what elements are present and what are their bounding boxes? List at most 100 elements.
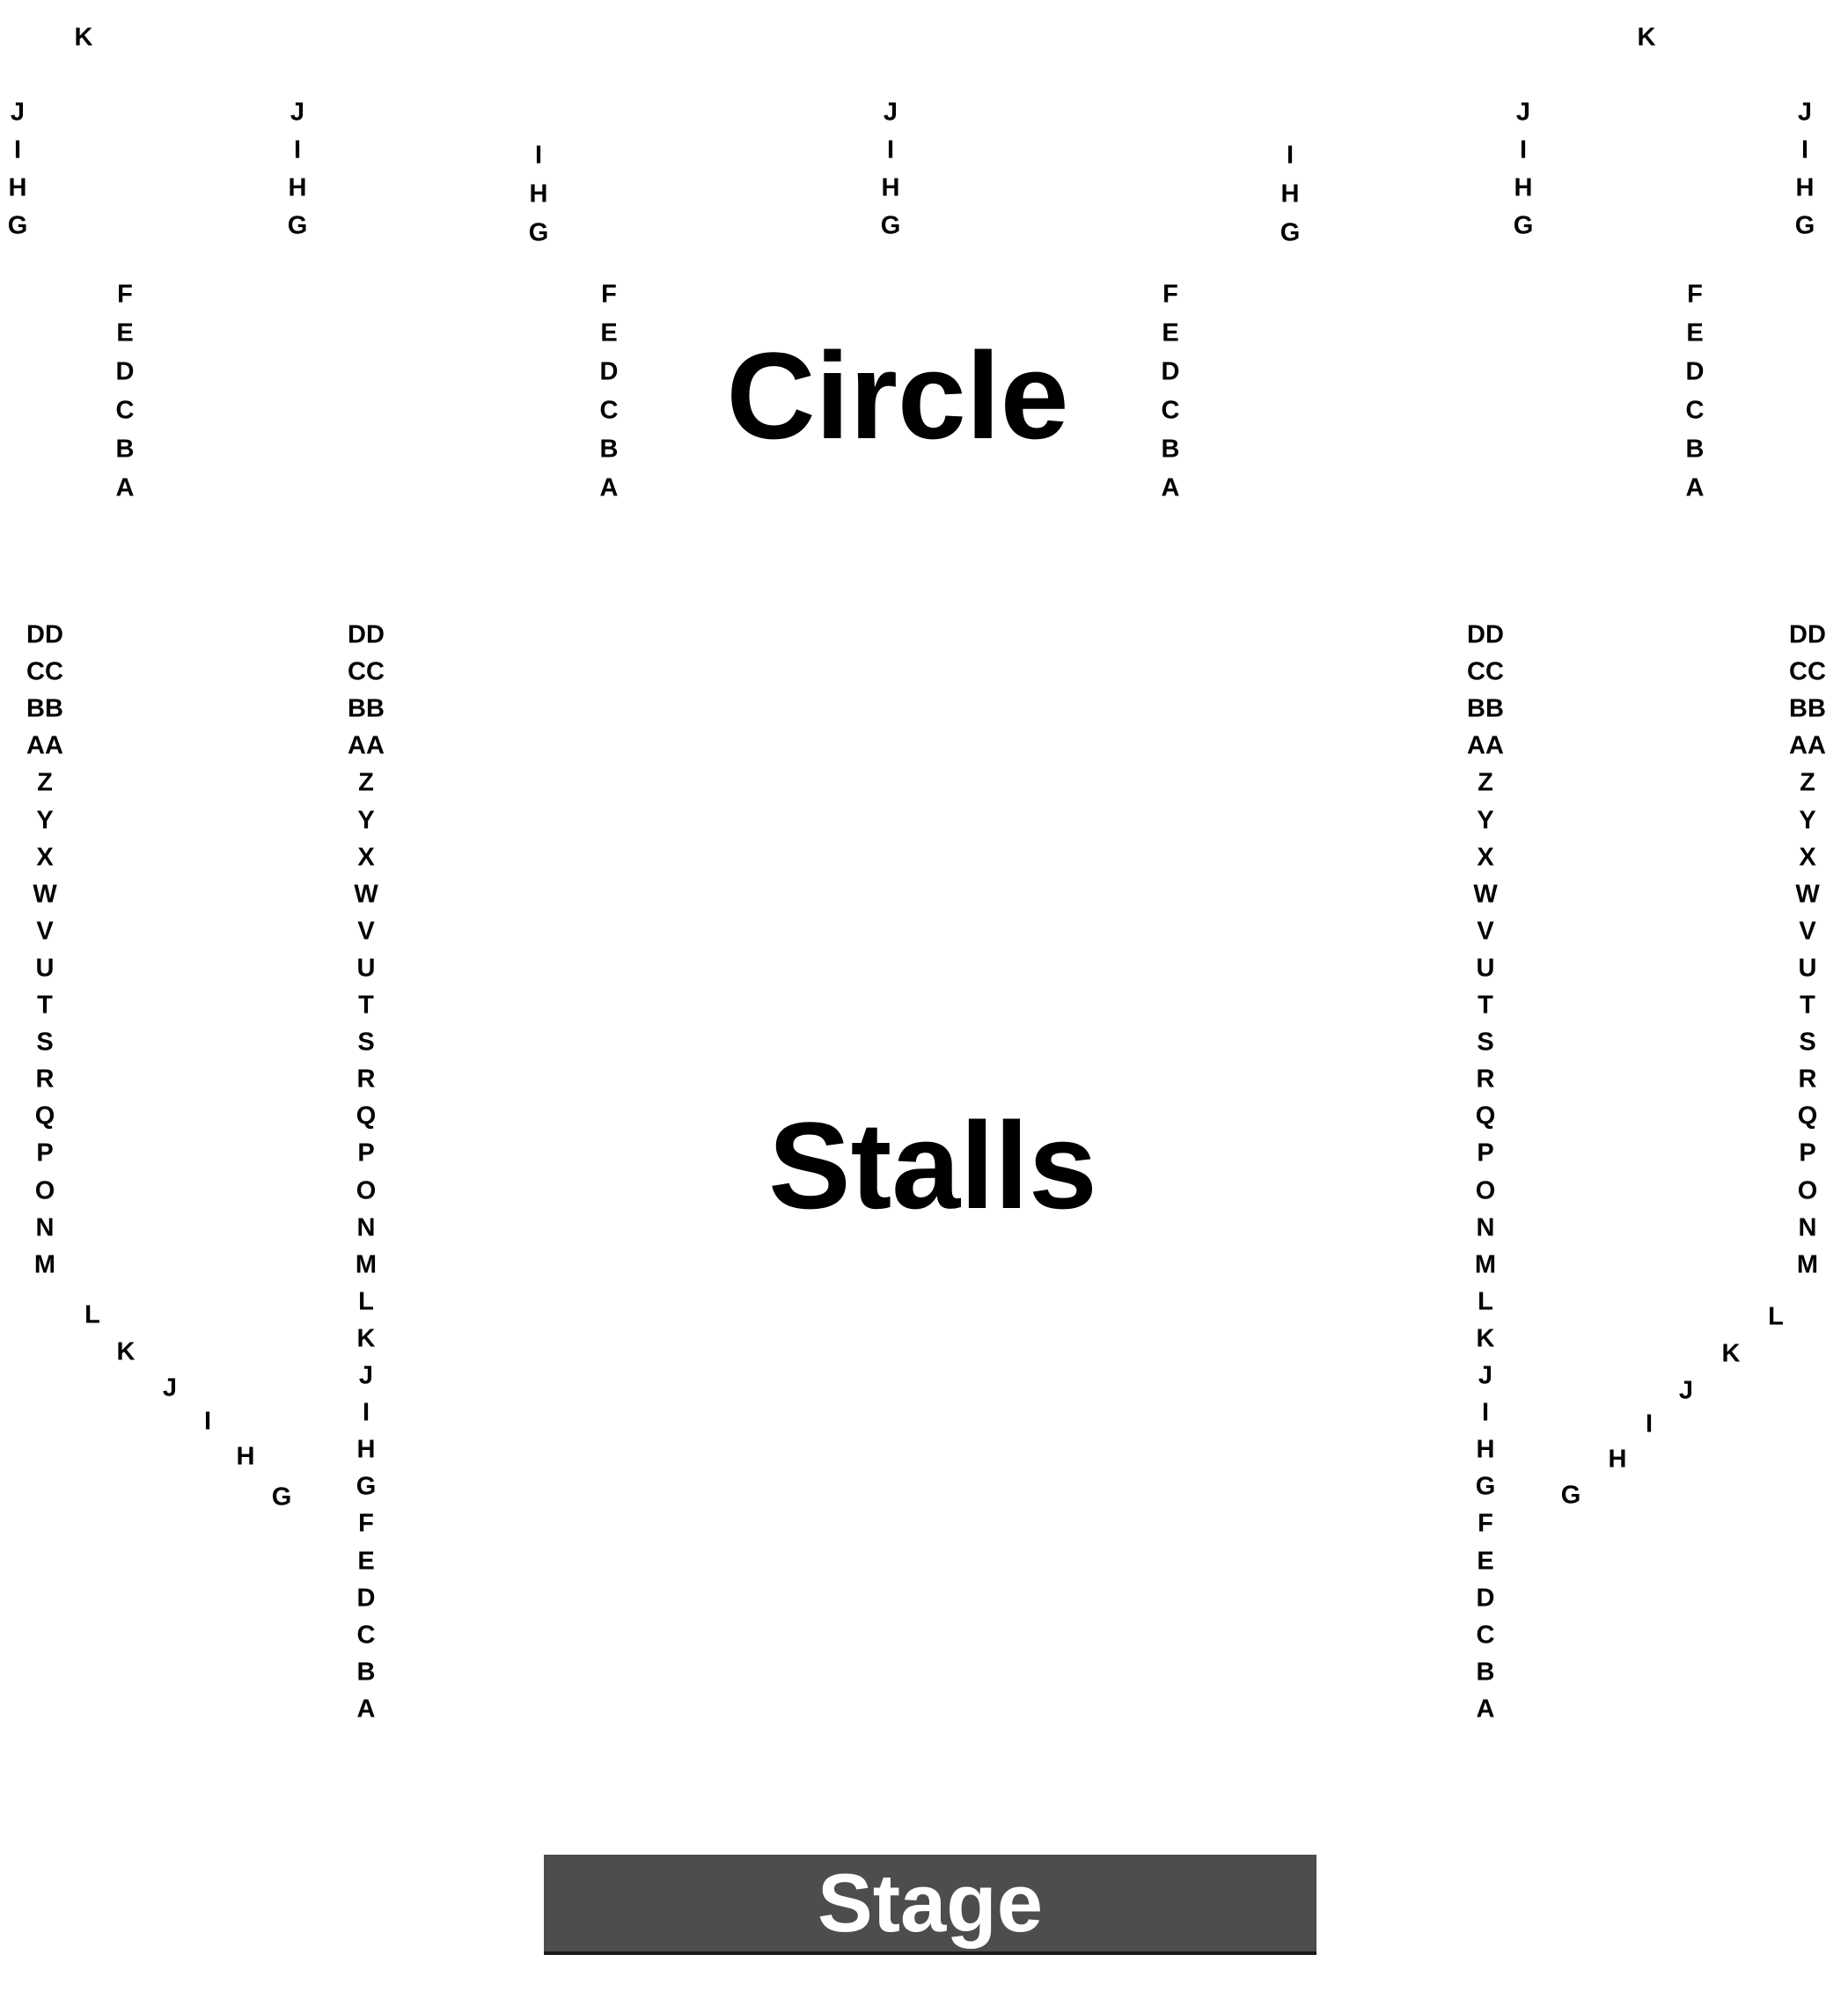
row-label: C xyxy=(356,1621,376,1650)
row-label: F xyxy=(358,1509,374,1538)
row-label: A xyxy=(356,1695,376,1724)
row-label: D xyxy=(599,357,619,386)
row-label: H xyxy=(1514,173,1533,202)
row-label: H xyxy=(881,173,900,202)
row-label: I xyxy=(1645,1409,1654,1439)
row-label: A xyxy=(599,473,619,502)
row-label: W xyxy=(354,880,378,909)
row-label: P xyxy=(1799,1138,1816,1168)
row-label: J xyxy=(1678,1376,1694,1405)
row-label: K xyxy=(116,1337,136,1366)
row-label: C xyxy=(115,396,135,425)
row-label: Y xyxy=(36,806,54,834)
row-label: A xyxy=(115,473,135,502)
row-label: F xyxy=(1687,280,1703,309)
row-label: E xyxy=(1162,318,1179,348)
row-label: O xyxy=(1797,1176,1818,1204)
row-label: I xyxy=(293,135,302,165)
row-label: F xyxy=(1478,1509,1493,1538)
row-label: Q xyxy=(356,1102,377,1131)
row-label: AA xyxy=(348,731,385,760)
row-label: Q xyxy=(1797,1102,1818,1131)
row-label: J xyxy=(1797,98,1813,127)
row-label: P xyxy=(1477,1138,1494,1168)
row-label: CC xyxy=(1467,657,1504,686)
stalls-title: Stalls xyxy=(768,1096,1097,1234)
row-label: H xyxy=(1280,179,1300,209)
row-label: AA xyxy=(1789,731,1826,760)
row-label: I xyxy=(1481,1398,1490,1427)
row-label: L xyxy=(1478,1287,1493,1316)
row-label: B xyxy=(1685,435,1705,464)
row-label: J xyxy=(162,1373,178,1402)
row-label: I xyxy=(1800,135,1809,165)
row-label: Z xyxy=(1478,768,1493,797)
row-label: Y xyxy=(357,806,375,834)
row-label: O xyxy=(356,1176,377,1204)
row-label: H xyxy=(529,179,548,209)
row-label: R xyxy=(35,1065,55,1094)
row-label: D xyxy=(356,1584,376,1613)
row-label: X xyxy=(36,843,54,872)
row-label: S xyxy=(1477,1028,1494,1057)
row-label: R xyxy=(1476,1065,1495,1094)
row-label: U xyxy=(1798,954,1817,983)
row-label: BB xyxy=(348,694,385,723)
row-label: CC xyxy=(26,657,63,686)
row-label: V xyxy=(1477,917,1494,946)
row-label: J xyxy=(883,98,898,127)
row-label: C xyxy=(1685,396,1705,425)
row-label: D xyxy=(1476,1584,1495,1613)
row-label: L xyxy=(358,1287,374,1316)
row-label: K xyxy=(74,23,93,52)
row-label: B xyxy=(356,1658,376,1687)
row-label: H xyxy=(1795,173,1815,202)
row-label: DD xyxy=(1789,620,1826,649)
row-label: G xyxy=(1280,218,1301,247)
row-label: M xyxy=(33,1250,56,1279)
row-label: G xyxy=(1560,1481,1581,1510)
row-label: Z xyxy=(358,768,374,797)
row-label: C xyxy=(599,396,619,425)
row-label: I xyxy=(886,135,895,165)
row-label: K xyxy=(1476,1324,1495,1353)
row-label: K xyxy=(1637,23,1656,52)
row-label: F xyxy=(1162,280,1178,309)
row-label: D xyxy=(115,357,135,386)
row-label: N xyxy=(35,1213,55,1242)
row-label: W xyxy=(1473,880,1498,909)
row-label: J xyxy=(1478,1361,1493,1390)
row-label: B xyxy=(1161,435,1180,464)
row-label: I xyxy=(203,1407,212,1436)
row-label: M xyxy=(1474,1250,1497,1279)
row-label: M xyxy=(1796,1250,1819,1279)
row-label: A xyxy=(1476,1695,1495,1724)
row-label: M xyxy=(355,1250,378,1279)
row-label: U xyxy=(35,954,55,983)
row-label: X xyxy=(357,843,375,872)
row-label: G xyxy=(1475,1472,1496,1501)
row-label: Z xyxy=(1800,768,1815,797)
row-label: BB xyxy=(26,694,63,723)
row-label: F xyxy=(601,280,617,309)
row-label: DD xyxy=(26,620,63,649)
row-label: P xyxy=(357,1138,375,1168)
row-label: U xyxy=(1476,954,1495,983)
row-label: J xyxy=(358,1361,374,1390)
row-label: R xyxy=(356,1065,376,1094)
row-label: T xyxy=(358,991,374,1020)
row-label: P xyxy=(36,1138,54,1168)
row-label: Q xyxy=(1475,1102,1496,1131)
row-label: I xyxy=(534,141,543,170)
row-label: S xyxy=(36,1028,54,1057)
row-label: G xyxy=(1794,211,1815,240)
row-label: J xyxy=(10,98,26,127)
row-label: G xyxy=(880,211,901,240)
row-label: G xyxy=(528,218,549,247)
row-label: A xyxy=(1161,473,1180,502)
row-label: H xyxy=(288,173,307,202)
row-label: I xyxy=(362,1398,370,1427)
row-label: E xyxy=(600,318,618,348)
row-label: CC xyxy=(348,657,385,686)
